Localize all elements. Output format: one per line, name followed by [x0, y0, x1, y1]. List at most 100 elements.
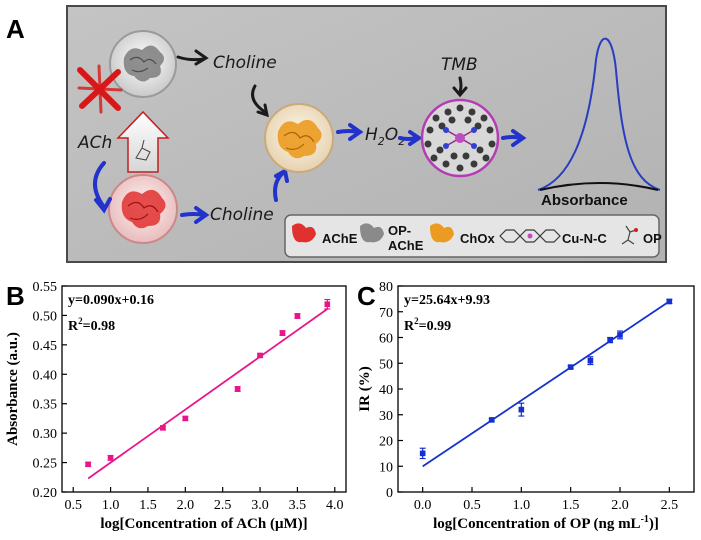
plot-frame — [397, 285, 695, 493]
y-tick-label: 30 — [379, 409, 393, 424]
y-tick-label: 70 — [379, 306, 393, 321]
arrow-h2o2-to-nanozyme — [398, 130, 423, 146]
y-tick-label: 0.50 — [33, 309, 58, 324]
x-tick-label: 2.0 — [611, 498, 629, 513]
data-point — [182, 415, 189, 422]
arrow-choline-bottom-to-chox — [273, 167, 289, 202]
inhibition-cross-icon — [77, 64, 123, 114]
data-point — [587, 357, 594, 364]
y-tick-label: 40 — [379, 383, 393, 398]
y-tick-label: 0.20 — [33, 486, 58, 501]
legend-op-label: OP — [643, 231, 662, 246]
panel-a-label: A — [6, 14, 25, 44]
y-tick-label: 0.25 — [33, 457, 58, 472]
legend-op-icon — [621, 225, 638, 245]
fit-equation: y=25.64x+9.93 — [404, 293, 490, 308]
data-point — [567, 364, 574, 370]
x-axis-label-main: log[Concentration of OP (ng mL — [433, 516, 641, 532]
x-axis-label-superscript: -1 — [641, 514, 649, 525]
schematic-panel: Choline ACh Choline H2O2 — [66, 5, 667, 263]
data-point — [107, 455, 114, 461]
x-tick-label: 0.5 — [463, 498, 481, 513]
x-tick-label: 1.0 — [513, 498, 531, 513]
chox-dish — [264, 103, 334, 173]
r-squared-r: R — [404, 319, 415, 334]
data-point — [666, 298, 673, 305]
carbon-lattice — [424, 104, 496, 172]
x-tick-label: 2.5 — [661, 498, 679, 513]
plot-frame — [61, 285, 347, 493]
y-tick-label: 0.45 — [33, 339, 58, 354]
legend-op-ache-icon — [360, 223, 384, 243]
arrow-tmb-down — [452, 76, 468, 98]
fit-line — [422, 300, 670, 468]
y-tick-label: 20 — [379, 435, 393, 450]
op-up-arrow-icon — [116, 110, 170, 173]
y-tick-label: 60 — [379, 332, 393, 347]
x-tick-label: 1.5 — [562, 498, 580, 513]
legend-op-ache-label-2: AChE — [388, 238, 424, 253]
ach-label: ACh — [77, 133, 112, 153]
choline-bottom-label: Choline — [210, 205, 274, 225]
choline-top-label: Choline — [213, 53, 277, 73]
x-axis-label: log[Concentration of ACh (μM)] — [100, 516, 307, 532]
y-tick-label: 80 — [379, 280, 393, 295]
data-point — [257, 352, 263, 359]
legend-cu-n-c-label: Cu-N-C — [562, 231, 607, 246]
x-tick-label: 2.5 — [214, 498, 232, 513]
y-tick-label: 0.30 — [33, 427, 58, 442]
y-tick-label: 0 — [386, 486, 393, 501]
arrow-chox-to-h2o2 — [336, 123, 364, 141]
legend-op-ache-label-1: OP- — [388, 223, 411, 238]
data-point — [234, 386, 241, 392]
data-point — [160, 425, 166, 431]
y-tick-label: 10 — [379, 460, 393, 475]
arrow-to-choline-top — [176, 49, 209, 66]
r-squared: R2=0.99 — [404, 316, 451, 334]
x-tick-label: 4.0 — [326, 498, 344, 513]
x-tick-label: 2.0 — [177, 498, 195, 513]
arrow-to-absorbance — [501, 129, 527, 147]
x-axis-label: log[Concentration of OP (ng mL-1)] — [433, 514, 659, 532]
cu-n-c-nanozyme — [420, 98, 500, 178]
y-tick-label: 0.40 — [33, 368, 58, 383]
x-tick-label: 1.0 — [102, 498, 120, 513]
cu-atom — [455, 133, 465, 143]
legend-cu-n-c-icon — [499, 229, 561, 243]
x-tick-label: 3.5 — [289, 498, 307, 513]
panel-b-label: B — [6, 281, 25, 311]
y-tick-label: 0.55 — [33, 280, 58, 295]
absorbance-label: Absorbance — [541, 192, 628, 209]
tmb-label: TMB — [441, 55, 478, 75]
fit-line — [87, 308, 328, 480]
x-tick-label: 0.0 — [414, 498, 432, 513]
data-point — [607, 337, 613, 343]
y-tick-label: 0.35 — [33, 398, 58, 413]
r-squared-value: =0.99 — [419, 319, 451, 334]
x-axis-label-end: )] — [649, 516, 659, 532]
legend-ache-label: AChE — [322, 231, 358, 246]
h2o2-label: H2O2 — [365, 125, 405, 148]
ache-dish — [108, 174, 178, 244]
data-point — [617, 332, 623, 338]
legend-chox-icon — [430, 223, 454, 243]
schematic-legend: AChE OP- AChE ChOx Cu-N-C OP — [284, 214, 662, 258]
arrow-ach-to-ache — [93, 161, 106, 209]
r-squared-superscript: 2 — [78, 316, 83, 326]
r-squared-superscript: 2 — [414, 316, 419, 326]
absorbance-peak-icon — [537, 37, 661, 191]
fit-equation: y=0.090x+0.16 — [68, 293, 154, 308]
data-point — [488, 417, 495, 423]
legend-ache-icon — [292, 223, 316, 243]
data-point — [518, 406, 525, 413]
legend-chox-label: ChOx — [460, 231, 495, 246]
r-squared-value: =0.98 — [83, 319, 115, 334]
x-tick-label: 0.5 — [64, 498, 82, 513]
arrow-choline-to-chox — [251, 84, 269, 118]
data-point — [294, 313, 301, 319]
r-squared: R2=0.98 — [68, 316, 115, 334]
data-point — [85, 461, 91, 468]
